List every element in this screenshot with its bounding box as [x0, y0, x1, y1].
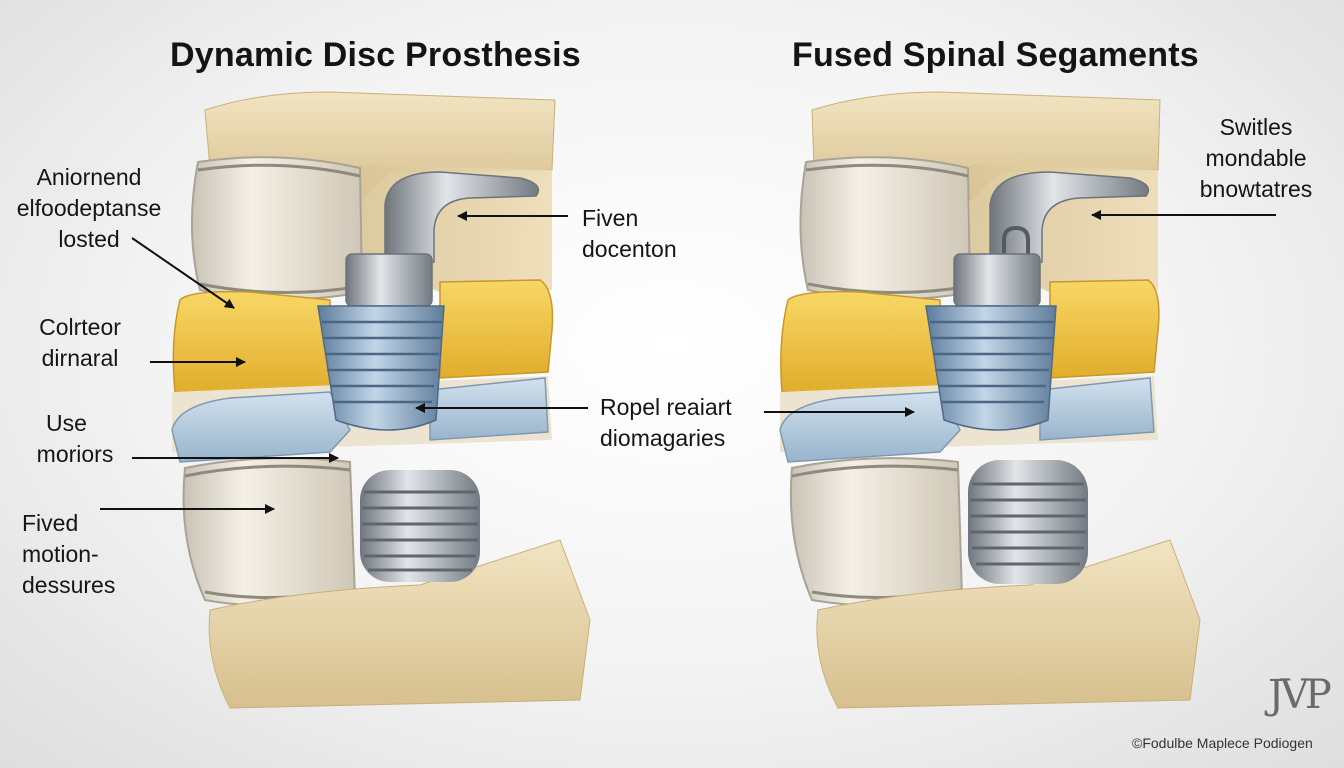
title-dynamic-disc: Dynamic Disc Prosthesis [170, 36, 581, 75]
title-fused-segments: Fused Spinal Segaments [792, 36, 1199, 75]
label-left-c: Use moriors [20, 408, 130, 470]
label-center-b: Ropel reaiart diomagaries [600, 392, 732, 454]
copyright-text: ©Fodulbe Maplece Podiogen [1132, 735, 1313, 751]
left-spine-model [172, 92, 590, 708]
right-spine-model [780, 92, 1200, 708]
label-right-a: Switles mondable bnowtatres [1176, 112, 1336, 205]
label-left-b: Colrteor dirnaral [20, 312, 140, 374]
brand-logo: JVP [1268, 672, 1340, 722]
label-left-d: Fived motion- dessures [22, 508, 115, 601]
label-left-a: Aniornend elfoodeptanse losted [14, 162, 164, 255]
label-center-a: Fiven docenton [582, 203, 677, 265]
